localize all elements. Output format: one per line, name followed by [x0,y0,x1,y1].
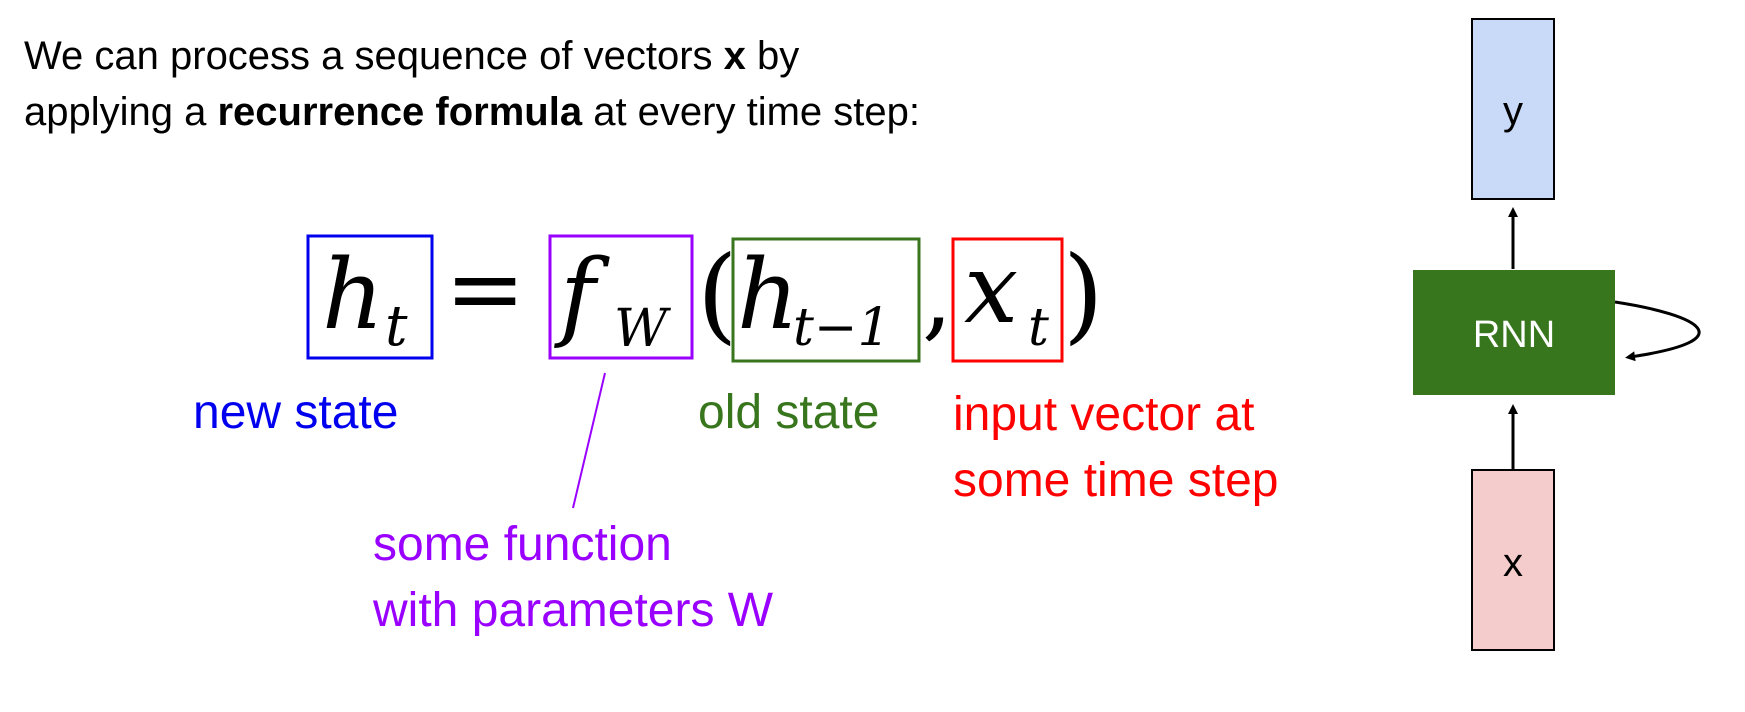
intro-line-1: We can process a sequence of vectors x b… [24,34,800,78]
new-state-box [306,234,434,360]
recurrent-loop-arrow [1614,300,1701,362]
comma: , [922,239,953,351]
new-state-base: h [322,239,384,351]
input-x-box [1471,469,1555,651]
equals-sign: = [445,233,525,345]
function-base: f [554,239,610,351]
function-label: some function with parameters W [373,518,774,637]
function-box [548,234,694,360]
output-y-box [1471,18,1555,200]
rnn-cell-box [1413,270,1615,395]
new-state-sub: t [385,294,408,359]
input-vector-label: input vector at some time step [953,388,1279,507]
intro-bold-recurrence: recurrence formula [217,90,583,134]
old-state-box [731,237,921,363]
input-box [951,237,1064,363]
close-paren: ) [1063,233,1104,355]
input-sub: t [1028,298,1049,358]
input-x-label: x [1503,541,1523,585]
intro-line-2: applying a recurrence formula at every t… [24,90,920,134]
old-state-base: h [737,239,799,351]
intro-bold-x: x [723,34,746,78]
old-state-label: old state [698,386,880,439]
old-state-sub: t−1 [793,298,891,358]
function-connector-line [572,372,606,509]
new-state-label: new state [193,386,399,439]
rnn-cell-label: RNN [1473,314,1555,356]
input-base: x [964,233,1018,345]
function-sub: W [614,299,671,359]
intro-text: We can process a sequence of vectors x b… [24,28,920,140]
output-y-label: y [1503,89,1523,133]
open-paren: ( [697,233,738,355]
